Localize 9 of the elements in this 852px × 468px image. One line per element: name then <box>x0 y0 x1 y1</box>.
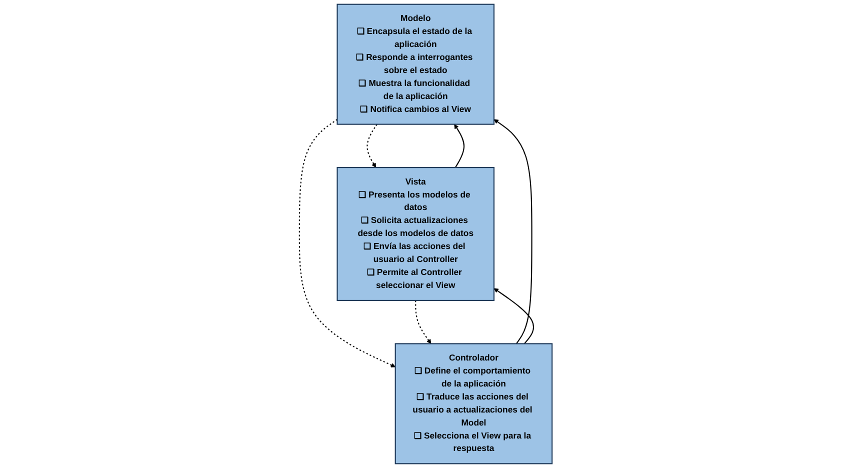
arrow <box>366 124 378 168</box>
node-box: Vista ❑ Presenta los modelos de datos ❑ Solicita actualizaciones desde los modelos de datos ❑ Envía las acciones del usuario al Controller ❑ Permite al Controller seleccionar el View <box>336 167 495 302</box>
arrow <box>415 300 432 344</box>
node-box: Modelo ❑ Encapsula el estado de la aplicación ❑ Responde a interrogantes sobre el estado ❑ Muestra la funcionalidad de la aplicación ❑ Notifica cambios al View <box>336 4 495 125</box>
arrow <box>494 288 534 344</box>
arrow <box>494 119 533 344</box>
arrow <box>299 118 396 368</box>
node-box: Controlador ❑ Define el comportamiento de la aplicación ❑ Traduce las acciones del usuario a actualizaciones del Model ❑ Selecciona el View para la respuesta <box>395 343 553 464</box>
arrow <box>454 124 465 168</box>
